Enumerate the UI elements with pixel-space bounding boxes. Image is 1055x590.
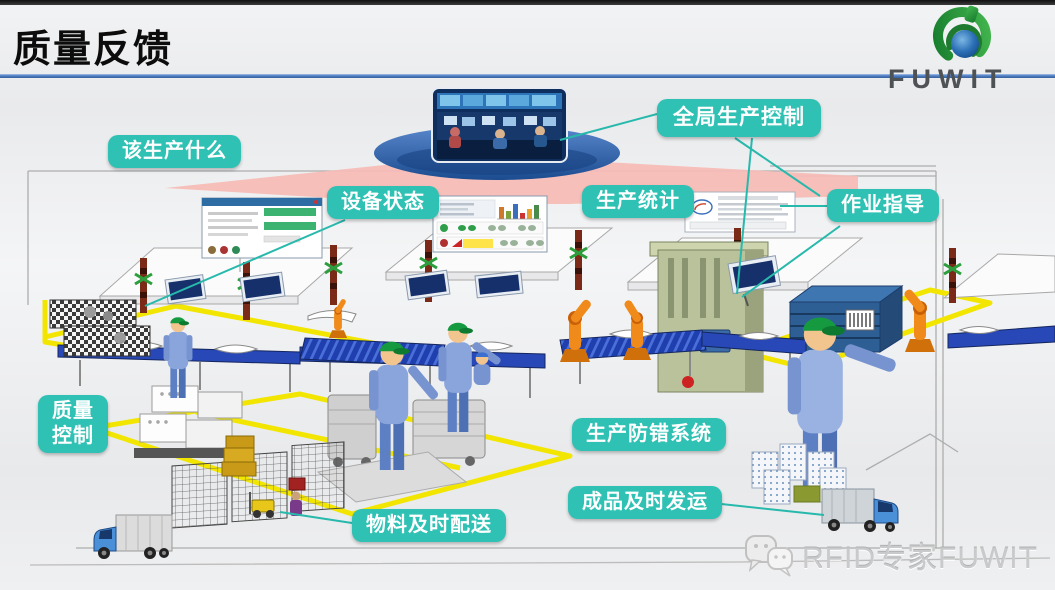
forklift <box>249 492 275 518</box>
callout-connector-lines <box>144 113 841 524</box>
truck-outbound <box>821 488 899 532</box>
white-carton-stack <box>134 385 243 458</box>
mes-form-screen <box>201 197 323 272</box>
callout-production-stats: 生产统计 <box>582 185 694 218</box>
callout-what-to-produce: 该生产什么 <box>108 135 241 168</box>
fuwit-swirl-logo-icon <box>933 5 991 65</box>
finished-goods-stacks <box>751 443 847 505</box>
truck-inbound <box>93 514 173 559</box>
production-dashboard-screen <box>432 195 548 253</box>
workers <box>163 317 896 498</box>
callout-equipment-status: 设备状态 <box>327 186 439 219</box>
gold-carton-stack <box>221 435 257 477</box>
dashboard-bar-chart <box>497 204 541 220</box>
top-dark-bar <box>0 0 1055 5</box>
callout-global-production-control: 全局生产控制 <box>657 99 821 138</box>
callout-error-proofing-system: 生产防错系统 <box>572 418 726 451</box>
callout-material-delivery: 物料及时配送 <box>352 509 506 542</box>
kitting-worker <box>288 477 306 516</box>
wechat-icon <box>745 535 793 577</box>
header-divider-line <box>0 74 1055 78</box>
callout-work-instruction: 作业指导 <box>827 189 939 222</box>
callout-quality-control: 质量 控制 <box>38 395 108 453</box>
page-title: 质量反馈 <box>13 29 174 71</box>
control-room-photo <box>431 87 568 163</box>
brand-logo-text: FUWIT <box>888 64 1009 94</box>
watermark: RFID专家FUWIT <box>744 532 1038 578</box>
work-instruction-sheet <box>684 191 796 233</box>
brand-logo: FUWIT <box>880 4 1052 94</box>
conveyor-belts <box>57 310 1055 398</box>
callout-finished-goods-shipment: 成品及时发运 <box>568 486 722 519</box>
mesh-pallet-boxes <box>49 299 151 357</box>
watermark-text: RFID专家FUWIT <box>802 542 1038 575</box>
wireframe-racks <box>171 435 345 529</box>
robot-arms <box>328 289 935 362</box>
